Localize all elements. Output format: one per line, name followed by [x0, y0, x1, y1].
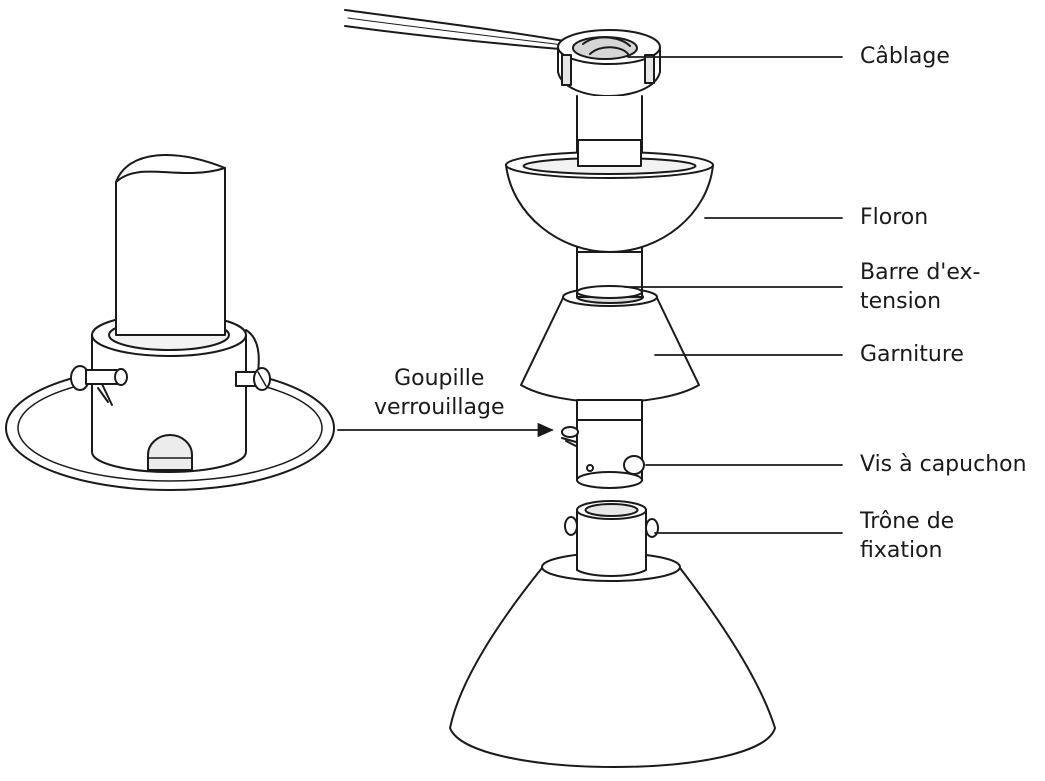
cap-screw-drawing — [623, 455, 645, 475]
garniture-drawing — [520, 251, 700, 421]
label-garniture: Garniture — [860, 342, 964, 367]
wires-drawing — [344, 9, 573, 51]
throne-drawing — [449, 500, 776, 768]
label-cablage: Câblage — [860, 44, 950, 69]
label-trone-fixation: Trône de fixation — [860, 507, 954, 565]
bracket-detail-drawing — [5, 154, 335, 491]
label-floron: Floron — [860, 205, 929, 230]
label-barre-line2: tension — [860, 289, 942, 314]
locking-pin-drawing — [561, 426, 579, 447]
label-goupille-line2: verrouillage — [374, 395, 505, 420]
label-goupille-line1: Goupille — [394, 366, 485, 391]
label-vis-capuchon: Vis à capuchon — [860, 452, 1027, 477]
floron-drawing — [505, 139, 714, 253]
label-barre-extension: Barre d'ex- tension — [860, 258, 980, 316]
label-trone-line2: fixation — [860, 538, 943, 563]
label-barre-line1: Barre d'ex- — [860, 260, 981, 285]
label-trone-line1: Trône de — [860, 509, 955, 534]
leader-lines — [337, 56, 843, 534]
label-goupille-verrouillage: Goupille verrouillage — [374, 364, 505, 422]
hanger-ball-drawing — [557, 29, 661, 97]
